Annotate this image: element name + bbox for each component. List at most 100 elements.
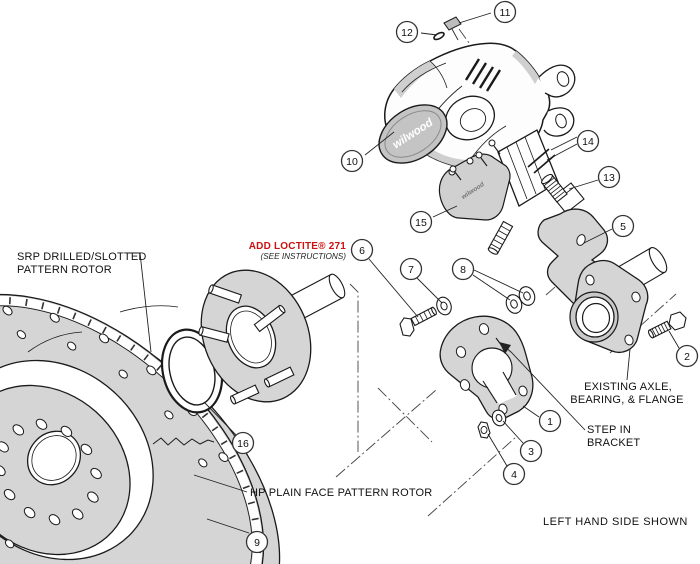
bracket-stud-thread bbox=[500, 225, 511, 232]
axle-flange-assembly bbox=[569, 246, 687, 354]
lug-hole bbox=[87, 491, 99, 503]
leader-srp-rotor bbox=[128, 252, 152, 353]
drilled-hole-outer bbox=[218, 452, 229, 462]
bleed-screw-stem bbox=[451, 28, 459, 41]
bracket-mouth-edge-2 bbox=[502, 371, 517, 396]
flange-bolt bbox=[647, 311, 687, 339]
label-loctite-line1: ADD LOCTITE® 271 bbox=[249, 241, 346, 252]
leader-7 bbox=[415, 276, 443, 304]
callout-12: 12 bbox=[395, 20, 419, 44]
washer7-inner bbox=[440, 301, 448, 311]
caliper-logo-plate bbox=[378, 104, 448, 164]
callout-12-num: 12 bbox=[401, 27, 413, 39]
bleed-screw-cap bbox=[443, 16, 462, 31]
bracket-hole-top bbox=[478, 323, 490, 335]
brake-caliper: wilwood bbox=[378, 16, 576, 169]
label-step-bracket-line1: STEP IN bbox=[587, 424, 631, 436]
callout-14: 14 bbox=[576, 129, 600, 153]
bolt6-thread bbox=[414, 315, 420, 324]
bolt2-head bbox=[668, 311, 687, 331]
nut-4 bbox=[477, 421, 491, 439]
wheel-studs bbox=[198, 284, 295, 405]
bolt6-thread bbox=[423, 311, 428, 320]
label-side-shown: LEFT HAND SIDE SHOWN bbox=[543, 516, 688, 528]
washer-7 bbox=[436, 296, 452, 316]
bolt6-thread bbox=[427, 309, 433, 318]
washer8b-inner bbox=[523, 291, 531, 301]
clip-head-1 bbox=[449, 165, 457, 173]
leader-existing-axle bbox=[626, 348, 631, 381]
label-step-bracket-line2: BRACKET bbox=[587, 437, 640, 449]
caliper-crease-4 bbox=[429, 60, 448, 89]
leader-hp-rotor bbox=[193, 474, 248, 493]
callout-15: 15 bbox=[409, 210, 433, 234]
leader-3 bbox=[502, 420, 524, 444]
clip-stem-3 bbox=[493, 145, 501, 155]
caliper-shading-right bbox=[512, 51, 539, 84]
bolt6-thread bbox=[419, 313, 424, 322]
lug-hole bbox=[23, 507, 36, 519]
step-bracket-group bbox=[399, 286, 536, 439]
caliper-mount-bolt bbox=[541, 173, 585, 214]
rotor-center-bore bbox=[26, 430, 82, 486]
axle-tube-body-cap bbox=[648, 246, 668, 274]
flange-hole-2 bbox=[631, 291, 641, 303]
mount-bolt bbox=[399, 306, 437, 337]
callout-3: 3 bbox=[519, 439, 543, 463]
leader-16 bbox=[204, 402, 237, 436]
step-bracket-arrowhead bbox=[499, 342, 511, 354]
wheel-stud-4-cap bbox=[230, 395, 236, 405]
drilled-hole-outer bbox=[98, 333, 110, 344]
washer3-inner bbox=[495, 413, 503, 423]
leader-2 bbox=[668, 330, 680, 349]
bracket-stud-body-cap bbox=[487, 247, 499, 255]
callout-9: 9 bbox=[245, 530, 269, 554]
drilled-hole-outer bbox=[49, 312, 60, 323]
label-existing-axle-line1: EXISTING AXLE, bbox=[584, 381, 672, 393]
caliper-piston-bore bbox=[459, 108, 487, 132]
caliper-crease-1 bbox=[401, 62, 447, 93]
pad-stack-line-2 bbox=[515, 141, 537, 195]
bracket-stud-thread bbox=[490, 243, 501, 250]
bracket-c-mouth bbox=[485, 370, 517, 404]
washer-3 bbox=[491, 409, 507, 427]
callout-11: 11 bbox=[493, 0, 517, 24]
callout-4: 4 bbox=[502, 462, 526, 486]
axle-shaft-body-cap bbox=[328, 273, 346, 299]
leader-6 bbox=[368, 258, 419, 318]
coil-1 bbox=[464, 58, 481, 81]
bolt6-head bbox=[399, 317, 415, 337]
bolt13-thread bbox=[549, 185, 562, 195]
callout-13-num: 13 bbox=[603, 172, 615, 184]
callout-5: 5 bbox=[611, 214, 635, 238]
caliper-ear-upper-hole bbox=[556, 71, 570, 87]
leader-14 bbox=[546, 136, 578, 161]
rotor-drilled-holes bbox=[2, 305, 229, 549]
lug-hole bbox=[35, 418, 48, 430]
rotor-slot-groove-1 bbox=[27, 331, 83, 353]
washer8a-inner bbox=[510, 299, 518, 309]
leader-lines bbox=[128, 12, 680, 534]
centerline-short bbox=[377, 387, 433, 443]
callout-5-num: 5 bbox=[620, 221, 626, 233]
hub-and-axle bbox=[198, 269, 346, 405]
caliper-bracket-hole-1 bbox=[576, 234, 586, 246]
clip-stem-2 bbox=[480, 157, 488, 167]
bolt2-shaft-cap bbox=[647, 329, 655, 339]
coil-3 bbox=[478, 66, 495, 89]
washers-8 bbox=[505, 286, 536, 314]
pad-backing-plate bbox=[438, 153, 511, 221]
bolt2-thread bbox=[663, 322, 669, 331]
centerline-axle-4 bbox=[609, 293, 677, 354]
wheel-stud-2-cap bbox=[198, 326, 204, 336]
lug-hole bbox=[3, 489, 16, 501]
callout-4-num: 4 bbox=[511, 469, 517, 481]
caliper-logo-ring bbox=[384, 110, 442, 158]
bracket-hole-right-tab bbox=[518, 385, 528, 397]
drilled-hole-inner bbox=[16, 330, 27, 340]
bracket-stud-thread bbox=[497, 229, 509, 237]
brake-pads: wilwood bbox=[438, 129, 559, 221]
bleed-o-ring bbox=[433, 31, 445, 41]
bolt13-thread bbox=[554, 190, 566, 200]
callout-10-num: 10 bbox=[346, 156, 358, 168]
